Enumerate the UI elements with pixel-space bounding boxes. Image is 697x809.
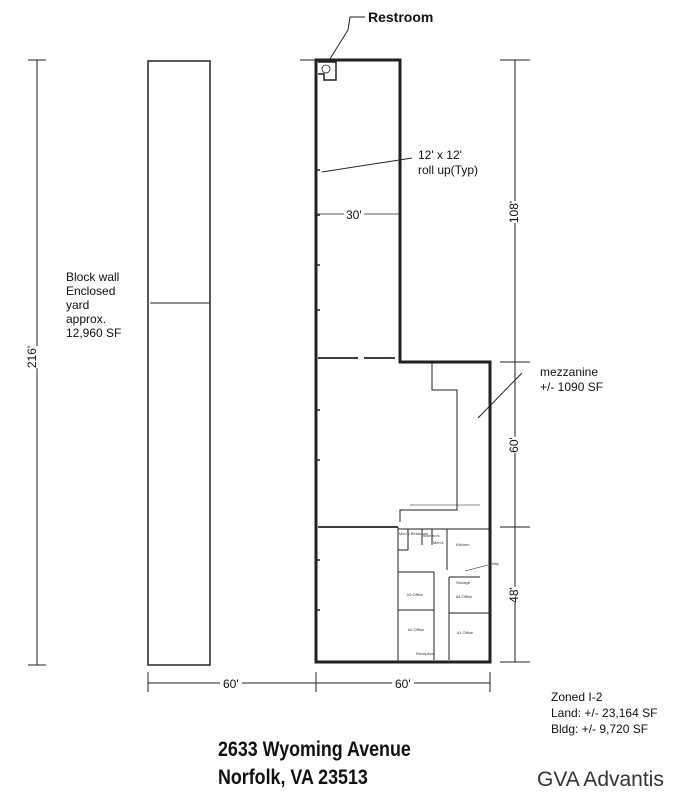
restroom-leader <box>327 16 365 63</box>
rollup-leader <box>321 157 413 173</box>
room-label: Men's <box>433 540 444 545</box>
zoning-label: Zoned I-2 <box>551 690 603 704</box>
restroom-label: Restroom <box>368 9 434 25</box>
room-label: Utility <box>489 561 499 566</box>
building-outline <box>314 58 492 664</box>
width-30-label: 30' <box>344 208 364 222</box>
rollup-label-2: roll up(Typ) <box>418 163 479 177</box>
building-area: Bldg: +/- 9,720 SF <box>551 722 649 736</box>
room-label: #1 Office <box>457 630 473 635</box>
roll-up-doors <box>316 169 320 611</box>
room-label: Kitchen <box>456 542 470 547</box>
dim-216: 216' <box>25 345 40 369</box>
room-label: #2 Office <box>408 627 424 632</box>
dim-108: 108' <box>507 200 522 224</box>
room-label: Women's <box>423 533 440 538</box>
address-line-2: Norfolk, VA 23513 <box>218 766 368 789</box>
address-line-1: 2633 Wyoming Avenue <box>218 738 411 761</box>
dim-60-building: 60' <box>392 677 414 691</box>
dim-60-vertical: 60' <box>506 437 521 453</box>
yard-label-5: 12,960 SF <box>66 326 122 340</box>
restroom-box <box>318 61 337 81</box>
mezzanine-label-2: +/- 1090 SF <box>540 380 604 394</box>
office-block <box>397 504 490 662</box>
room-label: Men's Restroom <box>399 531 428 536</box>
room-label: #4 Office <box>456 594 472 599</box>
brand-logo: GVA Advantis <box>537 768 664 791</box>
rollup-label-1: 12' x 12' <box>418 148 462 162</box>
land-area: Land: +/- 23,164 SF <box>551 706 658 720</box>
dim-48: 48' <box>506 587 521 603</box>
mezzanine-label-1: mezzanine <box>540 365 599 379</box>
room-label: Reception <box>416 651 435 656</box>
yard-label-1: Block wall <box>66 270 120 284</box>
dim-60-yard: 60' <box>220 677 242 691</box>
room-label: #3 Office <box>407 592 423 597</box>
room-label: Storage <box>456 580 471 585</box>
yard-label-2: Enclosed <box>66 284 116 298</box>
yard-label-3: yard <box>66 298 90 312</box>
mezzanine-outline <box>399 362 458 522</box>
yard-label-4: approx. <box>66 312 107 326</box>
enclosed-yard <box>147 60 211 666</box>
